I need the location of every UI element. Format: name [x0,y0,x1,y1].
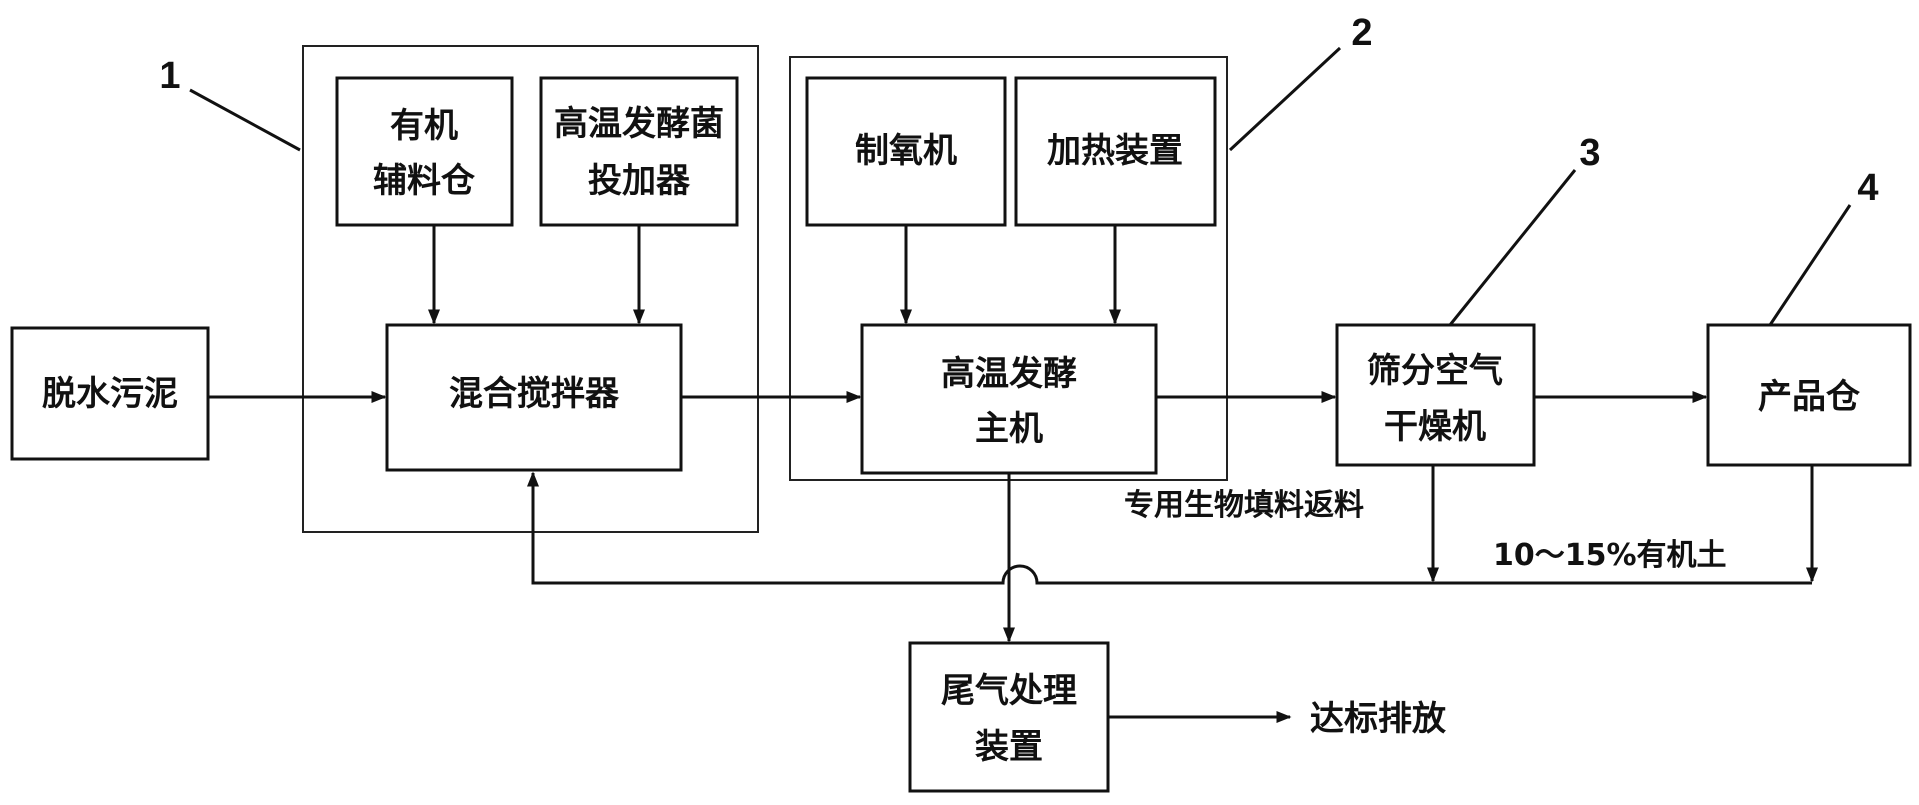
node-bacteria-dispenser: 高温发酵菌 投加器 [539,76,739,227]
leader-line-4 [1768,204,1852,326]
leader-line-3 [1448,169,1577,326]
node-screen-dryer-label-2: 干燥机 [1384,407,1486,447]
node-organic-aux-bin: 有机 辅料仓 [335,76,514,227]
node-heater-label: 加热装置 [1047,131,1183,171]
node-oxygen-generator-label: 制氧机 [855,131,957,171]
node-heater: 加热装置 [1014,76,1217,227]
node-organic-aux-bin-label-2: 辅料仓 [373,161,476,201]
node-bacteria-dispenser-label-1: 高温发酵菌 [554,104,724,144]
organic-soil-label: 10～15%有机土 [1493,538,1727,573]
group-frame-1 [302,45,759,533]
node-fermentation-host: 高温发酵 主机 [860,323,1158,475]
node-exhaust-treatment-label-1: 尾气处理 [941,671,1077,711]
leader-line-1 [189,88,301,152]
callout-number-1: 1 [159,55,180,97]
callout-number-4: 4 [1857,167,1878,209]
return-line-to-mixer [527,471,1812,585]
node-mixer: 混合搅拌器 [385,323,683,472]
node-bacteria-dispenser-label-2: 投加器 [588,161,691,201]
node-oxygen-generator: 制氧机 [805,76,1007,227]
node-organic-aux-bin-label-1: 有机 [390,106,458,146]
node-product-bin: 产品仓 [1706,323,1912,467]
node-fermentation-host-label-1: 高温发酵 [941,354,1077,394]
node-screen-dryer-label-1: 筛分空气 [1367,351,1503,391]
return-material-label: 专用生物填料返料 [1124,488,1364,523]
leader-line-2 [1228,46,1342,152]
node-mixer-label: 混合搅拌器 [449,374,620,414]
callout-number-3: 3 [1579,132,1600,174]
node-exhaust-treatment-label-2: 装置 [975,727,1043,767]
node-screen-dryer: 筛分空气 干燥机 [1335,323,1536,467]
node-exhaust-treatment: 尾气处理 装置 [908,641,1110,793]
node-fermentation-host-label-2: 主机 [975,409,1043,449]
node-dewatered-sludge-label: 脱水污泥 [42,374,178,414]
callout-number-2: 2 [1351,12,1372,54]
emission-label: 达标排放 [1310,699,1446,739]
node-dewatered-sludge: 脱水污泥 [10,326,210,461]
node-product-bin-label: 产品仓 [1758,377,1861,417]
